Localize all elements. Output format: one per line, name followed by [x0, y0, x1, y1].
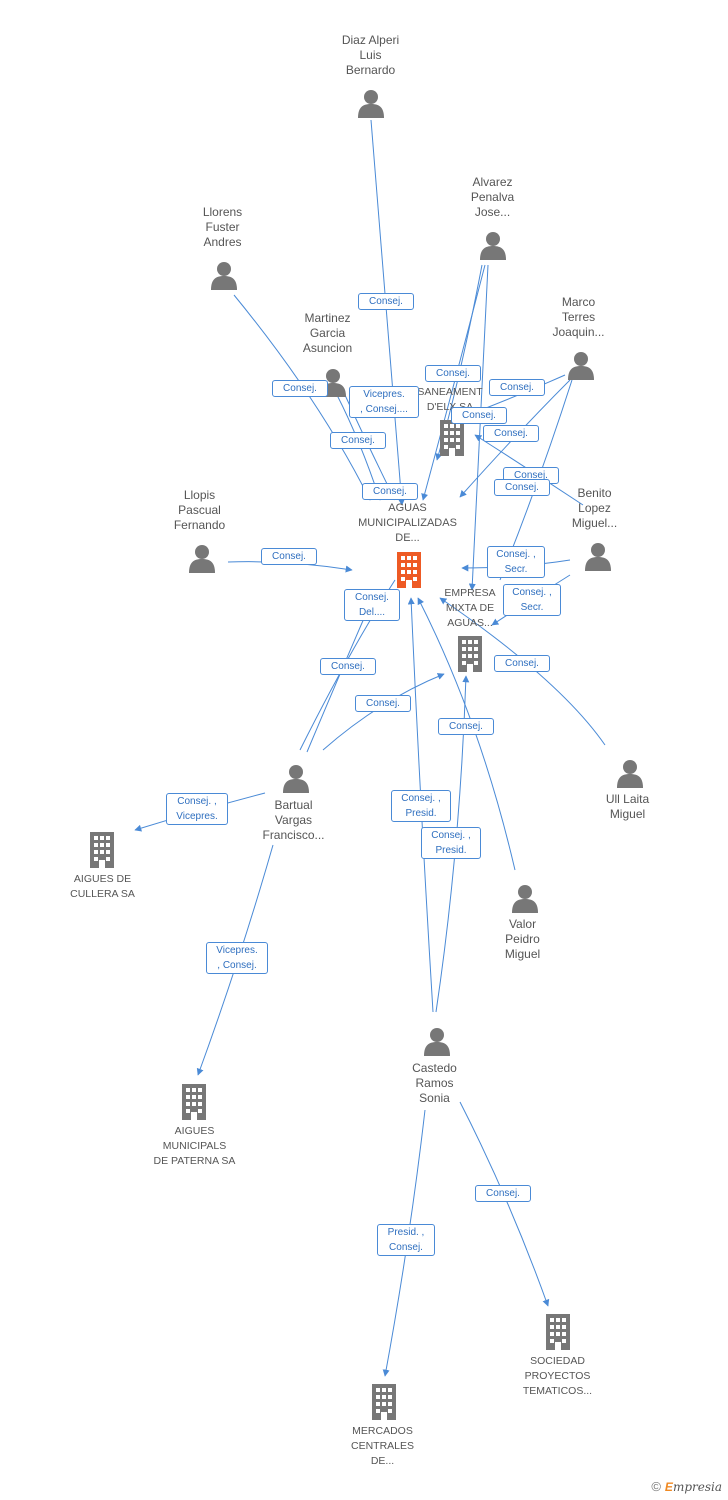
edge-label[interactable]: Consej.	[438, 718, 494, 735]
building-icon[interactable]	[179, 1084, 209, 1120]
node-label-sociedad-proyectos[interactable]: SOCIEDAD PROYECTOS TEMATICOS...	[522, 1355, 593, 1397]
building-icon[interactable]	[437, 420, 467, 456]
node-label-marco-terres[interactable]: Marco Terres Joaquin...	[552, 295, 605, 339]
node-label-valor-peidro[interactable]: Valor Peidro Miguel	[504, 917, 541, 961]
edge-label[interactable]: Consej.	[483, 425, 539, 442]
person-icon[interactable]	[187, 543, 217, 573]
edge-label[interactable]: Vicepres. , Consej....	[349, 386, 419, 418]
edge-label[interactable]: Consej.	[362, 483, 418, 500]
edge-label[interactable]: Consej.	[358, 293, 414, 310]
brand-initial: E	[664, 1480, 673, 1494]
node-label-benito-lopez[interactable]: Benito Lopez Miguel...	[571, 486, 618, 530]
edge-label[interactable]: Consej. , Presid.	[391, 790, 451, 822]
node-label-diaz-alperi[interactable]: Diaz Alperi Luis Bernardo	[341, 33, 400, 77]
node-label-llopis-pascual[interactable]: Llopis Pascual Fernando	[173, 488, 226, 532]
node-label-alvarez-penalva[interactable]: Alvarez Penalva Jose...	[470, 175, 515, 219]
edge-label[interactable]: Consej.	[451, 407, 507, 424]
copyright-symbol: ©	[651, 1479, 661, 1494]
edge-label[interactable]: Consej. , Secr.	[503, 584, 561, 616]
node-label-castedo-ramos[interactable]: Castedo Ramos Sonia	[412, 1061, 457, 1105]
building-icon[interactable]	[87, 832, 117, 868]
node-label-empresa-mixta[interactable]: EMPRESA MIXTA DE AGUAS...	[444, 587, 496, 629]
edge-castedo-sociedad	[459, 1101, 550, 1307]
node-label-llorens-fuster[interactable]: Llorens Fuster Andres	[202, 205, 243, 249]
edge-label[interactable]: Consej. , Secr.	[487, 546, 545, 578]
person-icon[interactable]	[615, 758, 645, 788]
node-label-aigues-paterna[interactable]: AIGUES MUNICIPALS DE PATERNA SA	[153, 1125, 236, 1167]
edge-label[interactable]: Consej.	[494, 655, 550, 672]
node-label-aguas-municipalizadas[interactable]: AGUAS MUNICIPALIZADAS DE...	[358, 502, 457, 544]
edge-bartual-b	[306, 599, 373, 753]
node-label-ull-laita[interactable]: Ull Laita Miguel	[605, 792, 650, 821]
person-icon[interactable]	[209, 260, 239, 290]
node-label-bartual-vargas[interactable]: Bartual Vargas Francisco...	[262, 798, 325, 842]
person-icon[interactable]	[422, 1026, 452, 1056]
person-icon[interactable]	[583, 541, 613, 571]
edge-label[interactable]: Presid. , Consej.	[377, 1224, 435, 1256]
edge-label[interactable]: Consej. , Vicepres.	[166, 793, 228, 825]
edge-label[interactable]: Consej. Del....	[344, 589, 400, 621]
edge-ull	[439, 597, 606, 746]
edge-label[interactable]: Consej.	[355, 695, 411, 712]
edge-label[interactable]: Consej. , Presid.	[421, 827, 481, 859]
edge-llorens	[233, 294, 371, 501]
node-label-martinez-garcia[interactable]: Martinez Garcia Asuncion	[302, 311, 353, 355]
person-icon[interactable]	[281, 763, 311, 793]
edge-label[interactable]: Consej.	[494, 479, 550, 496]
edge-label[interactable]: Consej.	[330, 432, 386, 449]
edge-label[interactable]: Consej.	[425, 365, 481, 382]
node-label-aigues-cullera[interactable]: AIGUES DE CULLERA SA	[70, 873, 135, 900]
edge-label[interactable]: Consej.	[320, 658, 376, 675]
building-icon[interactable]	[543, 1314, 573, 1350]
edge-label[interactable]: Consej.	[272, 380, 328, 397]
building-icon[interactable]	[455, 636, 485, 672]
person-icon[interactable]	[478, 230, 508, 260]
person-icon[interactable]	[566, 350, 596, 380]
building-icon[interactable]	[394, 552, 424, 588]
brand-name: mpresia	[672, 1480, 722, 1494]
edge-label[interactable]: Consej.	[475, 1185, 531, 1202]
building-icon[interactable]	[369, 1384, 399, 1420]
node-label-mercados-centrales[interactable]: MERCADOS CENTRALES DE...	[350, 1425, 414, 1467]
edge-label[interactable]: Consej.	[261, 548, 317, 565]
person-icon[interactable]	[356, 88, 386, 118]
edge-bartual-c	[322, 673, 445, 751]
edge-alvarez-a	[421, 264, 486, 501]
person-icon[interactable]	[510, 883, 540, 913]
brand-watermark: ©Empresia	[651, 1479, 722, 1494]
edge-label[interactable]: Vicepres. , Consej.	[206, 942, 268, 974]
edge-label[interactable]: Consej.	[489, 379, 545, 396]
